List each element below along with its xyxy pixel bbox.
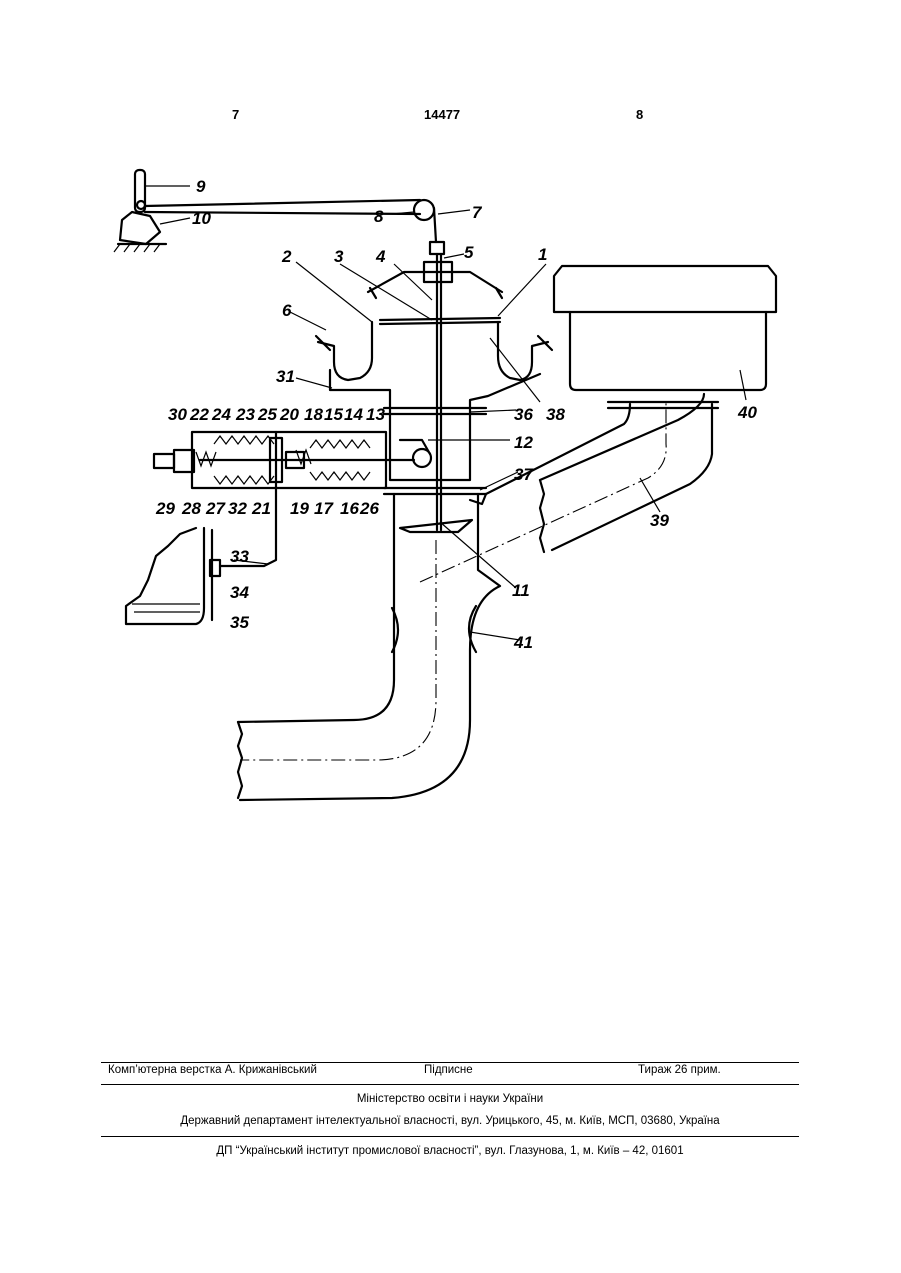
callout-34: 34 xyxy=(230,583,249,602)
callout-28: 28 xyxy=(181,499,201,518)
callout-18: 18 xyxy=(304,405,323,424)
callout-7: 7 xyxy=(472,203,483,222)
callout-30: 30 xyxy=(168,405,187,424)
callout-41: 41 xyxy=(513,633,533,652)
callout-33: 33 xyxy=(230,547,249,566)
callout-24: 24 xyxy=(211,405,231,424)
footer-circulation: Тираж 26 прим. xyxy=(638,1064,721,1076)
callout-14: 14 xyxy=(344,405,363,424)
callout-20: 20 xyxy=(279,405,299,424)
callout-6: 6 xyxy=(282,301,292,320)
callout-27: 27 xyxy=(205,499,226,518)
lever-assembly xyxy=(114,170,436,252)
footer-signed: Підписне xyxy=(424,1064,473,1076)
callout-32: 32 xyxy=(228,499,247,518)
callout-38: 38 xyxy=(546,405,565,424)
footer-rule-middle xyxy=(101,1084,799,1085)
callout-35: 35 xyxy=(230,613,249,632)
callout-25: 25 xyxy=(257,405,277,424)
callout-23: 23 xyxy=(235,405,255,424)
footer-department: Державний департамент інтелектуальної вл… xyxy=(101,1115,799,1127)
footer-typesetting: Комп’ютерна верстка А. Крижанівський xyxy=(108,1064,317,1076)
callout-40: 40 xyxy=(737,403,757,422)
callout-3: 3 xyxy=(334,247,344,266)
pivot-lever xyxy=(400,440,431,467)
footer-rule-bottom xyxy=(101,1136,799,1137)
actuator-cylinder xyxy=(154,432,414,488)
callout-26: 26 xyxy=(359,499,379,518)
callout-16: 16 xyxy=(340,499,359,518)
callout-2: 2 xyxy=(281,247,292,266)
footer-ministry: Міністерство освіти і науки України xyxy=(101,1093,799,1105)
callout-15: 15 xyxy=(324,405,343,424)
callout-31: 31 xyxy=(276,367,295,386)
callout-8: 8 xyxy=(374,207,384,226)
callout-13: 13 xyxy=(366,405,385,424)
callout-5: 5 xyxy=(464,243,474,262)
callout-21: 21 xyxy=(251,499,271,518)
footer-rule-top xyxy=(101,1062,799,1063)
callout-22: 22 xyxy=(189,405,209,424)
callout-17: 17 xyxy=(314,499,334,518)
footer-institute: ДП “Український інститут промислової вла… xyxy=(101,1145,799,1157)
callout-19: 19 xyxy=(290,499,309,518)
callout-9: 9 xyxy=(196,177,206,196)
branch-pipe xyxy=(420,266,776,582)
callout-36: 36 xyxy=(514,405,533,424)
callout-37: 37 xyxy=(514,465,534,484)
callout-10: 10 xyxy=(192,209,211,228)
callout-11: 11 xyxy=(512,581,530,600)
callout-4: 4 xyxy=(375,247,386,266)
callout-12: 12 xyxy=(514,433,533,452)
callout-29: 29 xyxy=(155,499,175,518)
callout-39: 39 xyxy=(650,511,669,530)
callout-1: 1 xyxy=(538,245,547,264)
